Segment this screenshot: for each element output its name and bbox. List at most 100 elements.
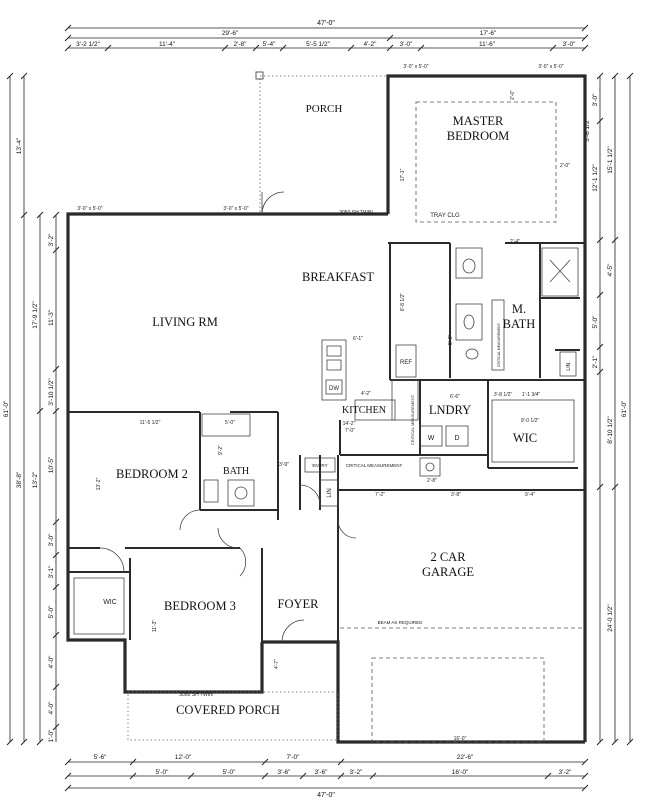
dim-top-s6: 4'-2" (364, 41, 378, 48)
dim-bot-s5: 3'-2" (350, 769, 364, 776)
dim-left-n: 4'-0" (48, 655, 55, 669)
dim-mb-c: 2'-0" (560, 163, 570, 169)
twin-window-bottom: 3050 SH TWIN (179, 692, 213, 698)
dim-right-i: 24'-0 1/2" (607, 604, 614, 632)
garage: 2 CAR GARAGE BEAM AS REQUIRED 16'-0" (340, 550, 583, 743)
bottom-dimensions: 5'-6" 12'-0" 7'-0" 22'-6" 5'-0" 5'-0" 3'… (64, 754, 589, 799)
dim-bot-s2: 5'-0" (223, 769, 237, 776)
dim-hl-a: 3'-9" (279, 462, 289, 468)
linen-label-2: LIN. (566, 361, 572, 370)
room-label-kitchen: KITCHEN (342, 405, 386, 416)
right-dimensions: 61'-0" 15'-1 1/2" 12'-1 1/2" 3'-0" 3'-8 … (584, 72, 634, 746)
bedroom-3: BEDROOM 3 11'-3" WIC (99, 547, 247, 633)
dim-bot-c: 22'-6" (457, 754, 474, 761)
dim-kt-a: 4'-2" (361, 391, 371, 397)
master-bath: M. BATH LIN. 2'-4" 5'-6" CRITICAL MEASUR… (448, 239, 579, 377)
entry-hall: ENTRY LIN CRITICAL MEASUREMENT 3'-9" 7'-… (279, 394, 535, 539)
dim-top-total: 47'-0" (317, 20, 335, 27)
window-note-1: 3'-0" x 5'-0" (403, 64, 428, 70)
dim-top-s3: 2'-8" (234, 41, 248, 48)
dim-left-k: 3'-0" (48, 533, 55, 547)
laundry-wic: LNDRY W D WIC 3'-8 1/2" 9'-0 1/2" 1'-1 3… (419, 392, 541, 477)
room-label-garage-1: 2 CAR (430, 550, 466, 564)
dim-left-h: 10'-5" (48, 456, 55, 473)
room-label-garage-2: GARAGE (422, 565, 474, 579)
room-label-porch: PORCH (306, 103, 343, 115)
room-label-covered-porch: COVERED PORCH (176, 703, 280, 717)
room-label-breakfast: BREAKFAST (302, 270, 374, 284)
dim-bt-a: 5'-0" (225, 420, 235, 426)
dim-lv-b: 6'-1" (353, 336, 363, 342)
refrigerator-label: REF (400, 360, 412, 366)
room-label-mbath-1: M. (512, 302, 526, 316)
dim-top-s7: 3'-0" (400, 41, 414, 48)
dim-right-g: 2'-1" (592, 355, 599, 369)
dim-left-p: 1'-0" (48, 729, 55, 743)
dim-left-m: 5'-0" (48, 605, 55, 619)
dim-kt-b: 14'-2" (343, 421, 356, 427)
dim-ln-a: 6'-6" (450, 394, 460, 400)
hall-bath: BATH 5'-0" 9'-2" (201, 413, 255, 549)
window-note-2: 3'-0" x 5'-0" (538, 64, 563, 70)
room-label-master-1: MASTER (453, 114, 504, 128)
kitchen: DW REF KITCHEN 4'-2" 14'-2" 7'-0" CRITIC… (321, 339, 419, 445)
dim-hl-c: 3'-8" (451, 492, 461, 498)
dim-bot-s7: 3'-2" (559, 769, 573, 776)
window-note-3: 3'-0" x 5'-0" (77, 206, 102, 212)
critical-note-3: CRITICAL MEASUREMENT (346, 463, 403, 468)
dishwasher-label: DW (329, 386, 339, 392)
dim-top-s9: 3'-0" (563, 41, 577, 48)
dim-top-s4: 5'-4" (263, 41, 277, 48)
bedroom-2: BEDROOM 2 11'-5 1/2" 13'-2" (96, 420, 201, 531)
dim-mb-b: 2'-0" (510, 90, 516, 100)
back-porch: PORCH (255, 71, 389, 215)
dim-bot-total: 47'-0" (317, 792, 335, 799)
dim-right-d: 3'-8 1/2" (584, 117, 591, 141)
dim-top-left: 29'-6" (222, 30, 239, 37)
dim-right-e: 4'-5" (607, 263, 614, 277)
beam-note: BEAM AS REQUIRED (378, 620, 424, 625)
linen-label-1: LIN (327, 488, 333, 497)
dim-right-h: 8'-10 1/2" (607, 416, 614, 444)
dim-top-s5: 5'-5 1/2" (306, 41, 330, 48)
dim-left-f: 11'-3" (48, 309, 55, 326)
top-dimensions: 47'-0" 29'-6" 17'-6" 3'-2 1/2" 11'-4" 2'… (64, 20, 589, 52)
room-label-laundry: LNDRY (429, 403, 471, 417)
dim-wc-c: 1'-1 3/4" (522, 392, 541, 398)
critical-note-1: CRITICAL MEASUREMENT (410, 394, 415, 445)
garage-door-note: 16'-0" (454, 736, 467, 742)
dim-hl-b: 7'-2" (375, 492, 385, 498)
exterior-walls (66, 74, 587, 744)
dim-left-e: 3'-2" (48, 233, 55, 247)
dim-kt-c: 7'-0" (345, 428, 355, 434)
room-label-bedroom2: BEDROOM 2 (116, 467, 188, 481)
tray-ceiling-note: TRAY CLG (430, 213, 460, 219)
master-bedroom: MASTER BEDROOM TRAY CLG 3'-0" x 5'-0" 3'… (400, 64, 570, 223)
dim-bot-a: 12'-0" (175, 754, 192, 761)
dim-right-f: 5'-0" (592, 315, 599, 329)
dim-left-a: 13'-4" (16, 137, 23, 154)
dim-mb-a: 17'-1" (400, 168, 406, 181)
dim-bot-s6: 16'-0" (452, 769, 469, 776)
dim-b2-a: 11'-5 1/2" (140, 420, 161, 426)
room-label-mbath-2: BATH (503, 317, 536, 331)
dryer-label: D (454, 435, 459, 442)
dim-right-c: 3'-0" (592, 93, 599, 107)
dim-hl-d: 9'-4" (525, 492, 535, 498)
dim-b3-a: 11'-3" (152, 620, 158, 633)
room-label-wic: WIC (513, 431, 537, 445)
room-label-master-2: BEDROOM (447, 129, 510, 143)
dim-top-s2: 11'-4" (159, 41, 176, 48)
dim-left-d: 13'-2" (32, 471, 39, 488)
room-label-living: LIVING RM (152, 315, 218, 329)
dim-bot-b: 7'-0" (287, 754, 301, 761)
dim-bot-s4: 3'-6" (315, 769, 329, 776)
dim-mbath-b: 5'-6" (448, 335, 454, 345)
dim-right-a: 15'-1 1/2" (607, 146, 614, 174)
dim-b2-b: 13'-2" (96, 477, 102, 490)
dim-bt-b: 9'-2" (218, 445, 224, 455)
dim-left-g: 3'-10 1/2" (48, 378, 55, 406)
covered-porch: 3050 SH TWIN COVERED PORCH (127, 691, 339, 741)
dim-left-b: 38'-8" (16, 471, 23, 488)
